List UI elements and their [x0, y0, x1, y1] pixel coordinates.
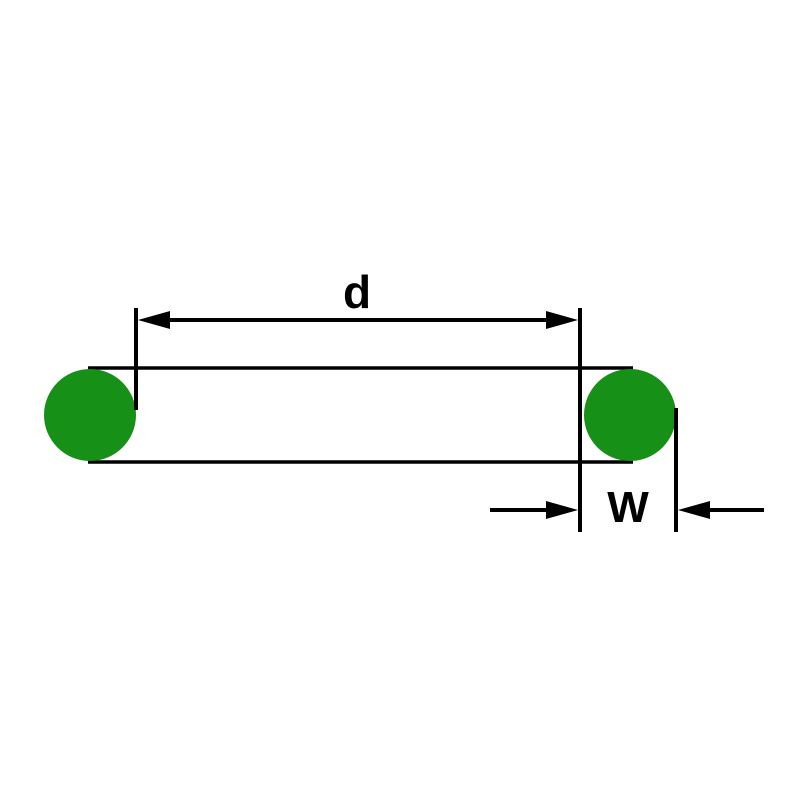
inner-diameter-label: d [343, 266, 371, 318]
oring-left-cross-section [44, 369, 136, 461]
d-arrowhead-left-icon [138, 311, 170, 329]
d-arrowhead-right-icon [546, 311, 578, 329]
w-arrowhead-right-icon [678, 501, 710, 519]
cross-section-width-label: W [607, 483, 649, 532]
oring-right-cross-section [584, 369, 676, 461]
w-arrowhead-left-icon [546, 501, 578, 519]
